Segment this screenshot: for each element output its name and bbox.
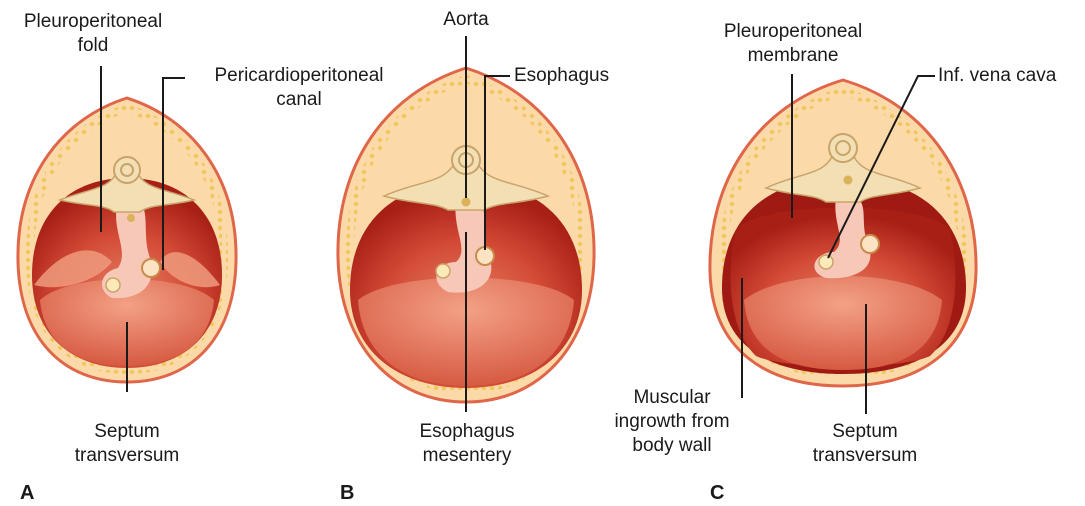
spinal-body [114,157,140,183]
label-pleuroperitoneal-fold: Pleuroperitoneal fold [8,10,178,58]
label-septum-transversum-c: Septum transversum [800,420,930,468]
label-aorta: Aorta [420,8,512,32]
panel-letter-b: B [340,482,354,505]
label-esophagus-mesentery: Esophagus mesentery [402,420,532,468]
label-septum-transversum-a: Septum transversum [62,420,192,468]
inf-vena-cava [436,264,450,278]
label-inf-vena-cava: Inf. vena cava [938,64,1056,88]
esophagus [861,235,879,253]
inf-vena-cava [106,278,120,292]
esophagus [142,259,160,277]
panel-letter-c: C [710,482,724,505]
aorta [127,214,135,222]
spinal-body [829,134,857,162]
panel-c-cross-section [710,74,976,414]
label-pericardioperitoneal-canal: Pericardioperitoneal canal [186,64,412,112]
label-esophagus: Esophagus [514,64,609,88]
inf-vena-cava [819,255,833,269]
label-muscular-ingrowth: Muscular ingrowth from body wall [606,386,738,458]
panel-letter-a: A [20,482,34,505]
label-pleuroperitoneal-membrane: Pleuroperitoneal membrane [698,20,888,68]
aorta [462,198,471,207]
aorta [844,176,853,185]
panel-a-cross-section [18,66,236,392]
